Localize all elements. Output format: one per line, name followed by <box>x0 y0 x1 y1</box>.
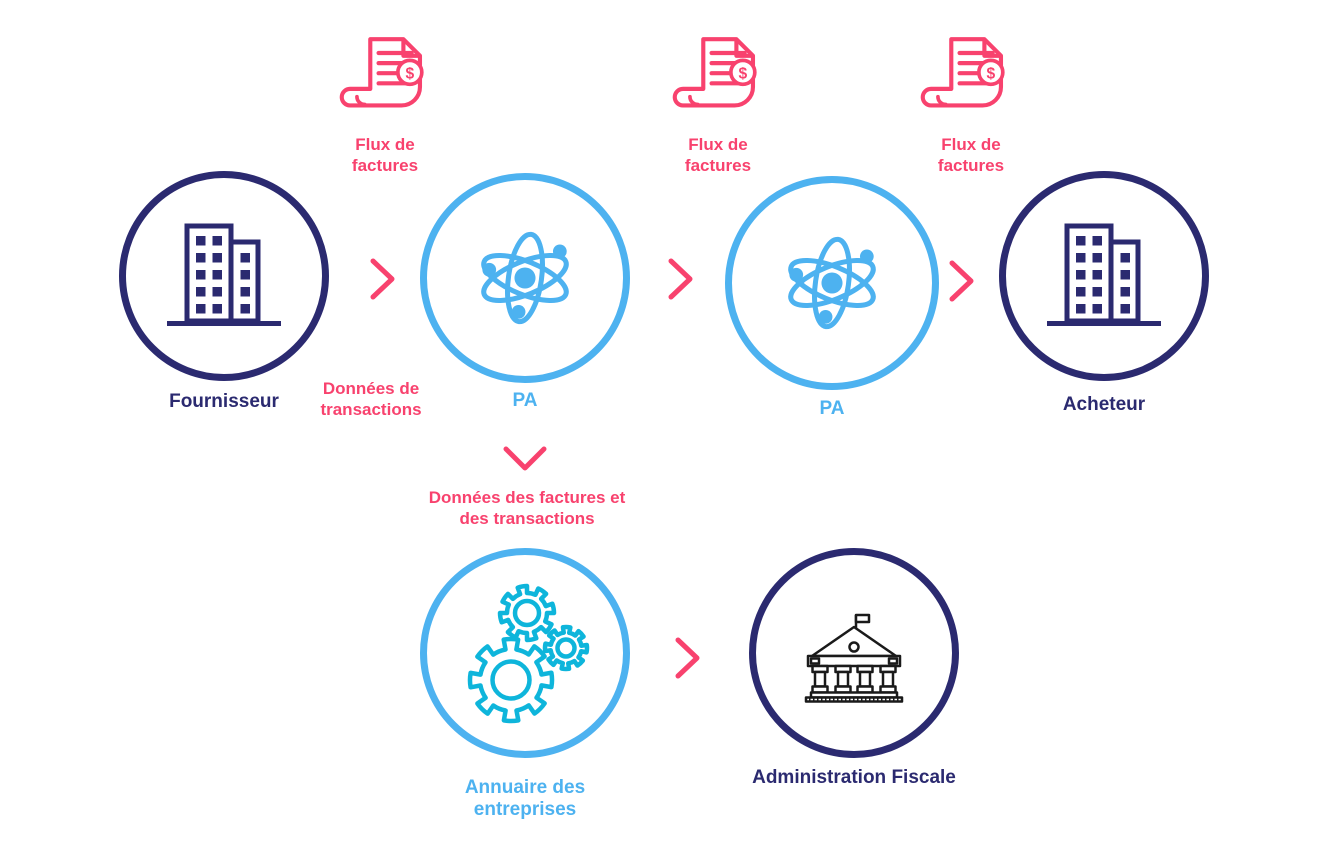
building-icon <box>167 223 281 326</box>
chevron-right-icon <box>370 258 395 300</box>
pa2-node <box>725 176 939 390</box>
atom-icon <box>788 236 876 330</box>
donnees-factures-label: Données des factures et des transactions <box>428 488 626 528</box>
administration-fiscale-node <box>749 548 959 758</box>
fournisseur-label: Fournisseur <box>169 391 279 412</box>
building-icon <box>1047 223 1161 326</box>
gears-icon <box>467 583 590 724</box>
pa1-label: PA <box>512 390 538 411</box>
dollar-symbol: $ <box>405 65 414 82</box>
chevron-down-icon <box>503 446 547 471</box>
donnees-transactions-label: Données de transactions <box>320 379 422 419</box>
invoice-icon: $ <box>339 37 424 108</box>
administration-fiscale-label: Administration Fiscale <box>752 767 956 788</box>
atom-icon <box>481 231 569 325</box>
chevron-right-icon <box>675 637 700 679</box>
fournisseur-node <box>119 171 329 381</box>
chevron-right-icon <box>668 258 693 300</box>
bank-icon <box>804 613 904 703</box>
acheteur-node <box>999 171 1209 381</box>
dollar-symbol: $ <box>738 65 747 82</box>
dollar-symbol: $ <box>986 65 995 82</box>
acheteur-label: Acheteur <box>1062 394 1146 415</box>
invoice-icon: $ <box>672 37 757 108</box>
invoice-icon: $ <box>920 37 1005 108</box>
annuaire-node <box>420 548 630 758</box>
pa2-label: PA <box>819 398 845 419</box>
pa1-node <box>420 173 630 383</box>
chevron-right-icon <box>949 260 974 302</box>
